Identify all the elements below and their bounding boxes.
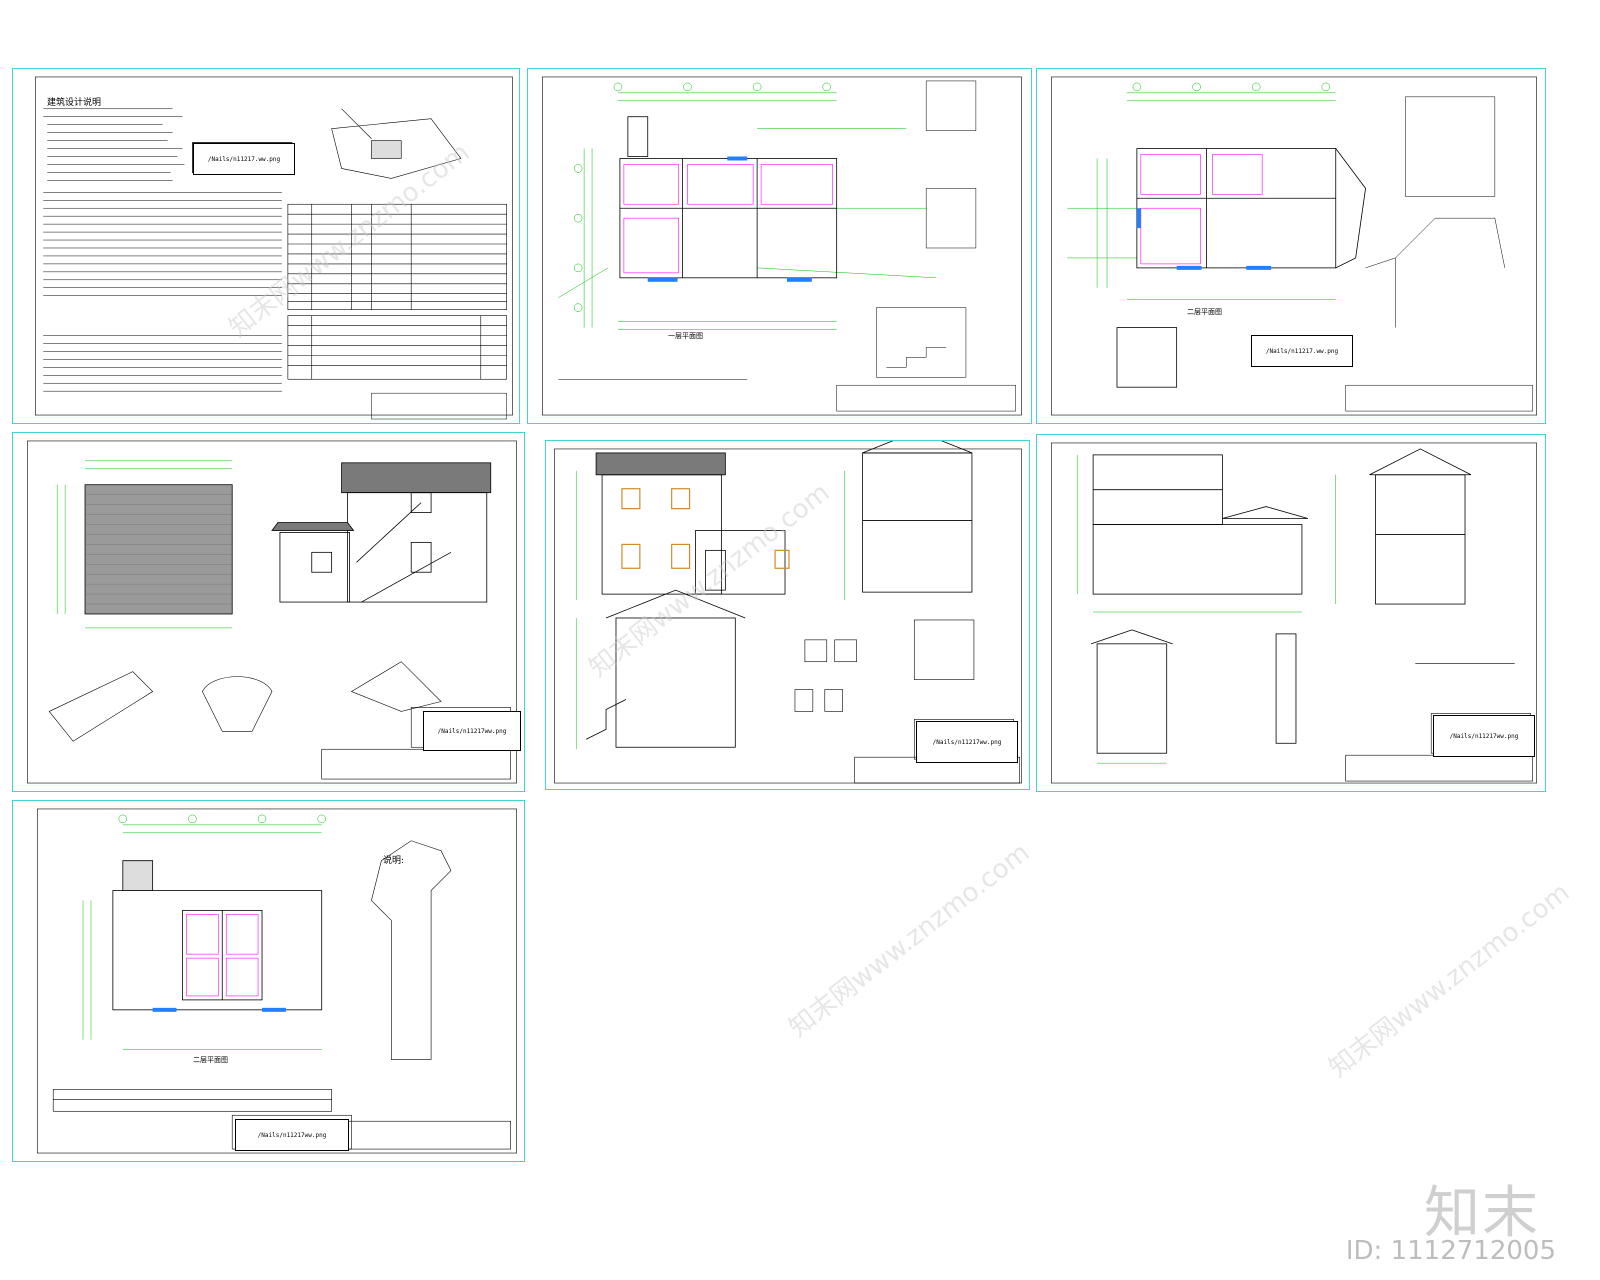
watermark-id: ID: 1112712005 — [1345, 1236, 1556, 1266]
sheet-floor-plan-1: 一层平面图 — [527, 68, 1032, 424]
sheet-roof-elevation: /Nails/n11217ww.png — [12, 432, 525, 792]
image-placeholder-label: /Nails/n11217ww.png — [1433, 715, 1535, 757]
plan-label: 二层平面图 — [193, 1056, 228, 1064]
sheet-sections: /Nails/n11217ww.png — [1036, 434, 1546, 792]
watermark-brand: 知末 — [1424, 1181, 1540, 1246]
sheet-elevations: /Nails/n11217ww.png — [545, 440, 1030, 790]
notes-title: 说明: — [383, 856, 405, 866]
watermark-url: 知末网www.znzmo.com — [1323, 877, 1576, 1084]
sheet-design-notes: 建筑设计说明 /Nails/n11217.ww.png — [12, 68, 520, 424]
image-placeholder-label: /Nails/n11217.ww.png — [1251, 335, 1353, 367]
sheet-floor-plan-1-drawing — [542, 76, 1022, 416]
sheet-title: 建筑设计说明 — [47, 98, 102, 108]
image-placeholder-label: /Nails/n11217ww.png — [235, 1119, 349, 1151]
sheet-floor-plan-3-drawing — [36, 808, 517, 1154]
image-placeholder-label: /Nails/n11217ww.png — [916, 721, 1018, 763]
plan-label: 二层平面图 — [1187, 308, 1222, 316]
image-placeholder-label: /Nails/n11217ww.png — [423, 711, 521, 751]
sheet-roof-elevation-drawing — [27, 440, 517, 784]
sheet-floor-plan-2: /Nails/n11217.ww.png 二层平面图 — [1036, 68, 1546, 424]
watermark-url: 知末网www.znzmo.com — [783, 837, 1036, 1044]
sheet-elevations-drawing — [554, 441, 1022, 784]
sheet-floor-plan-3: 说明: 二层平面图 /Nails/n11217ww.png — [12, 800, 525, 1162]
sheet-design-notes-drawing — [35, 76, 513, 420]
sheet-floor-plan-2-drawing — [1051, 76, 1537, 416]
image-placeholder-label: /Nails/n11217.ww.png — [193, 143, 295, 175]
sheet-sections-drawing — [1051, 442, 1537, 784]
plan-label: 一层平面图 — [668, 332, 703, 340]
